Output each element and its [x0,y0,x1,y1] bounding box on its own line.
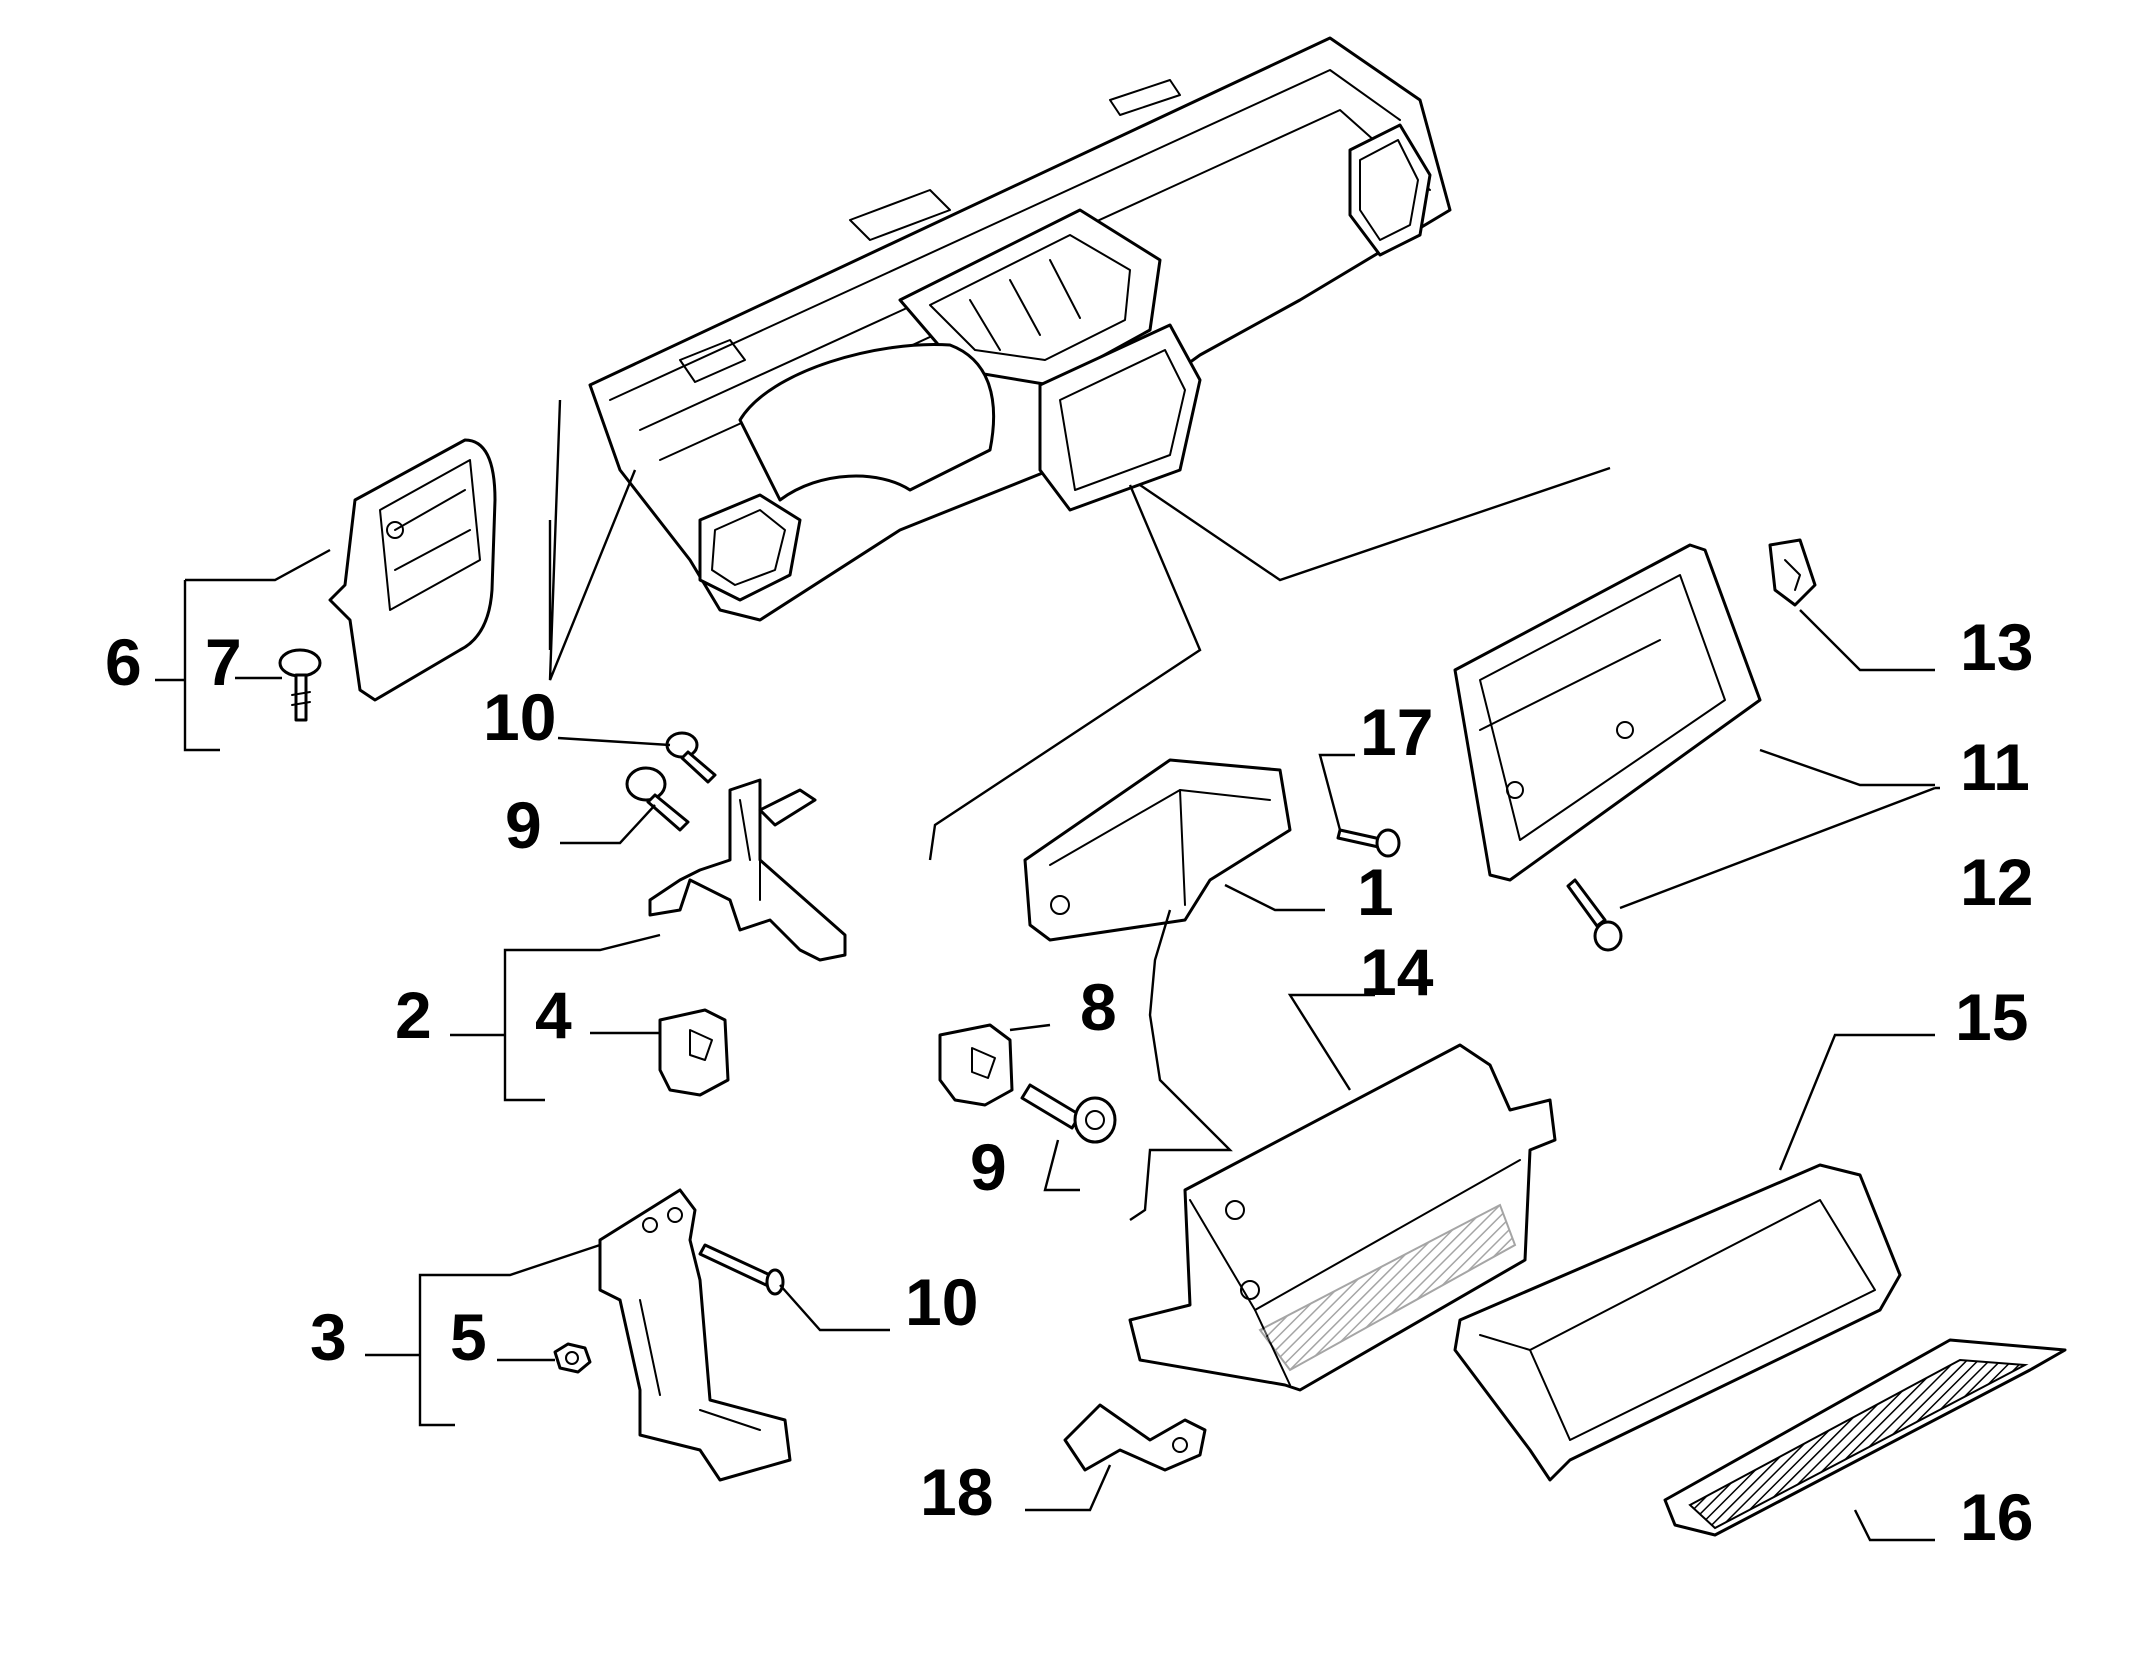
callout-labels: 6 7 10 9 2 4 3 5 10 17 1 8 14 9 13 11 12… [105,610,2033,1554]
part-14-housing [1128,1043,1557,1392]
part-11-trim-frame [1453,543,1762,882]
callout-3: 3 [310,1300,347,1374]
callout-1: 1 [1357,855,1394,929]
callout-7: 7 [205,625,242,699]
callout-14: 14 [1360,935,1434,1009]
part-5-nut [553,1342,592,1374]
part-7-screw [278,648,322,722]
part-6-side-panel [328,438,497,702]
callout-10-lower: 10 [905,1265,978,1339]
callout-11: 11 [1960,730,2030,804]
leader-lines [155,399,1940,1542]
callout-16: 16 [1960,1480,2033,1554]
part-3-bracket [598,1188,792,1482]
callout-13: 13 [1960,610,2033,684]
part-12-screw [1566,878,1623,952]
callout-5: 5 [450,1300,487,1374]
dashboard-panel [588,36,1452,622]
part-1-module [1023,758,1292,942]
callout-17: 17 [1360,695,1433,769]
callout-6: 6 [105,625,142,699]
part-10-screw-upper [665,731,717,784]
callout-12: 12 [1960,845,2033,919]
part-13-clip [1768,538,1817,607]
part-9-screw-lower [1020,1083,1117,1144]
part-2-bracket [648,778,847,962]
part-10-bolt-lower [698,1243,785,1296]
part-9-screw-upper [625,766,690,832]
callout-9-upper: 9 [505,788,542,862]
callout-2: 2 [395,978,432,1052]
part-4-clip [658,1008,730,1097]
part-8-clip [938,1023,1014,1107]
callout-15: 15 [1955,980,2028,1054]
part-17-screw [1336,828,1401,858]
part-16-liner [1663,1338,2067,1537]
part-18-bracket [1063,1403,1207,1472]
callout-18: 18 [920,1455,993,1529]
callout-4: 4 [535,978,572,1052]
part-15-door [1453,1163,1902,1482]
callout-9-lower: 9 [970,1130,1007,1204]
callout-10-upper: 10 [483,680,556,754]
callout-8: 8 [1080,970,1117,1044]
